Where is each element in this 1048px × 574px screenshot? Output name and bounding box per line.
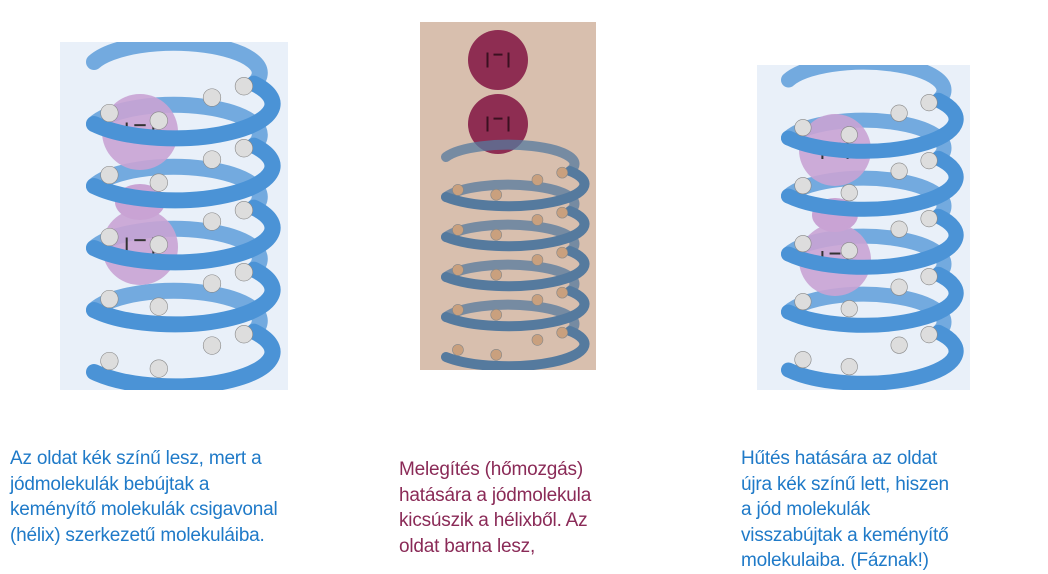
glucose-unit-ball (794, 235, 812, 253)
glucose-unit-ball (531, 174, 544, 186)
glucose-unit-ball (202, 274, 222, 293)
caption-line: kicsúszik a hélixből. Az (399, 510, 588, 531)
glucose-unit-ball (556, 246, 568, 259)
caption-line: keményítő molekulák csigavonal (10, 499, 278, 520)
glucose-unit-ball (531, 294, 544, 306)
caption-line: Az oldat kék színű lesz, mert a (10, 448, 262, 469)
glucose-unit-ball (840, 358, 858, 376)
helix-ribbon-front (781, 208, 964, 275)
caption-line: (hélix) szerkezetű molekuláiba. (10, 524, 265, 546)
glucose-unit-ball (890, 336, 908, 354)
glucose-unit-ball (920, 268, 938, 286)
glucose-unit-ball (100, 227, 119, 247)
glucose-unit-ball (234, 139, 254, 158)
helix-ribbon-front (86, 261, 281, 333)
glucose-unit-ball (149, 173, 168, 192)
helix-ribbon-front (441, 246, 590, 292)
glucose-unit-ball (100, 103, 119, 123)
glucose-unit-ball (890, 104, 908, 122)
helix-ribbon-front (86, 75, 281, 147)
glucose-unit-ball (531, 334, 544, 346)
helix-ribbon-front (86, 323, 281, 390)
glucose-unit-ball (920, 210, 938, 228)
iodine-atom (468, 30, 528, 90)
caption-line: újra kék színű lett, hiszen (741, 473, 949, 495)
glucose-unit-ball (452, 344, 464, 356)
caption-heated-brown: Melegítés (hőmozgás) hatására a jódmolek… (399, 457, 591, 559)
glucose-unit-ball (890, 278, 908, 296)
glucose-unit-ball (920, 152, 938, 170)
glucose-unit-ball (490, 308, 503, 321)
helix-ribbon-front (781, 150, 964, 217)
glucose-unit-ball (490, 188, 503, 201)
glucose-unit-ball (840, 184, 858, 202)
helix-ribbon-front (441, 166, 590, 212)
helix-ribbon-front (441, 206, 590, 252)
helix-heated-iodine-out (420, 22, 596, 370)
glucose-unit-ball (490, 228, 503, 241)
helix-ribbon-front (86, 137, 281, 209)
helix-with-iodine-right (757, 65, 970, 390)
glucose-unit-ball (234, 201, 254, 220)
glucose-unit-ball (794, 119, 812, 137)
glucose-unit-ball (149, 297, 168, 316)
glucose-unit-ball (490, 348, 503, 361)
helix-ribbon-back (781, 65, 952, 108)
caption-cooled-blue: Hűtés hatására az oldat újra kék színű l… (741, 446, 949, 574)
glucose-unit-ball (890, 162, 908, 180)
caption-line: visszabújtak a keményítő (741, 524, 949, 546)
glucose-unit-ball (490, 268, 503, 281)
helix-ribbon-front (781, 324, 964, 390)
glucose-unit-ball (531, 254, 544, 266)
glucose-unit-ball (202, 150, 222, 169)
glucose-unit-ball (149, 235, 168, 254)
helix-ribbon-front (781, 92, 964, 159)
glucose-unit-ball (531, 214, 544, 226)
glucose-unit-ball (890, 220, 908, 238)
glucose-unit-ball (840, 126, 858, 144)
glucose-unit-ball (556, 166, 568, 179)
glucose-unit-ball (202, 88, 222, 107)
glucose-unit-ball (920, 94, 938, 112)
glucose-unit-ball (556, 206, 568, 219)
caption-line: a jód molekulák (741, 499, 871, 520)
helix-with-iodine-left (60, 42, 288, 390)
glucose-unit-ball (100, 289, 119, 309)
glucose-unit-ball (840, 242, 858, 260)
caption-line: Melegítés (hőmozgás) (399, 459, 583, 480)
glucose-unit-ball (234, 77, 254, 96)
glucose-unit-ball (234, 325, 254, 344)
glucose-unit-ball (452, 304, 464, 316)
helix-ribbon-back (441, 139, 580, 176)
helix-ribbon-front (86, 199, 281, 271)
glucose-unit-ball (452, 224, 464, 236)
glucose-unit-ball (234, 263, 254, 282)
glucose-unit-ball (452, 264, 464, 276)
glucose-unit-ball (149, 111, 168, 130)
glucose-unit-ball (920, 326, 938, 344)
glucose-unit-ball (149, 359, 168, 378)
glucose-unit-ball (100, 351, 119, 371)
helix-ribbon-front (441, 286, 590, 332)
glucose-unit-ball (556, 286, 568, 299)
caption-cold-blue: Az oldat kék színű lesz, mert a jódmolek… (10, 446, 278, 548)
glucose-unit-ball (202, 212, 222, 231)
glucose-unit-ball (794, 293, 812, 311)
helix-ribbon-front (781, 266, 964, 333)
glucose-unit-ball (556, 326, 568, 339)
helix-ribbon-back (86, 42, 268, 92)
glucose-unit-ball (840, 300, 858, 318)
caption-line: molekulaiba. (Fáznak!) (741, 550, 929, 571)
glucose-unit-ball (794, 351, 812, 369)
glucose-unit-ball (100, 165, 119, 185)
caption-line: jódmolekulák bebújtak a (10, 473, 210, 495)
glucose-unit-ball (202, 336, 222, 355)
glucose-unit-ball (452, 184, 464, 196)
caption-line: hatására a jódmolekula (399, 484, 592, 506)
helix-ribbon-front (441, 326, 590, 370)
caption-line: Hűtés hatására az oldat (741, 448, 938, 469)
glucose-unit-ball (794, 177, 812, 195)
caption-line: oldat barna lesz, (399, 535, 536, 557)
iodine-atom (468, 94, 528, 154)
